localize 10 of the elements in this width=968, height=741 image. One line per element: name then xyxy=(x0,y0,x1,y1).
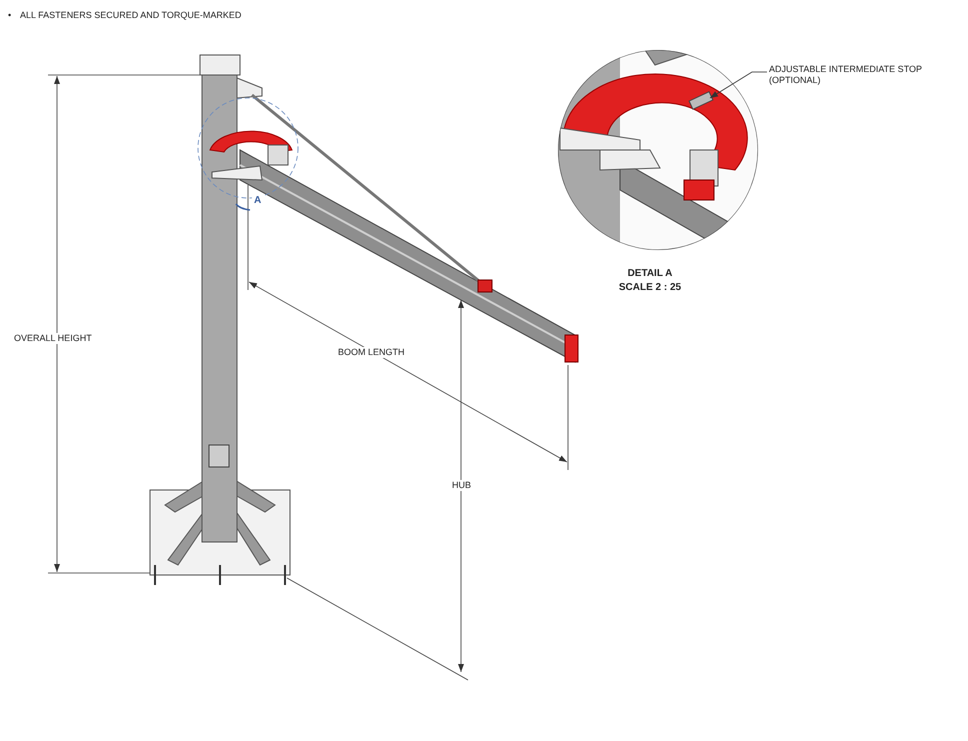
callout-text: ADJUSTABLE INTERMEDIATE STOP (OPTIONAL) xyxy=(769,64,959,86)
stop-arm xyxy=(688,91,714,110)
leader-line xyxy=(710,72,768,98)
bullet-mark: • xyxy=(8,10,12,21)
dimension-label: BOOM LENGTH xyxy=(336,347,407,358)
note-text: ALL FASTENERS SECURED AND TORQUE-MARKED xyxy=(20,10,242,21)
detail-title: DETAIL A xyxy=(626,267,674,280)
dimension-label: HUB xyxy=(450,480,474,491)
dimension-label: OVERALL HEIGHT xyxy=(12,333,94,344)
detail-scale: SCALE 2 : 25 xyxy=(618,281,682,294)
